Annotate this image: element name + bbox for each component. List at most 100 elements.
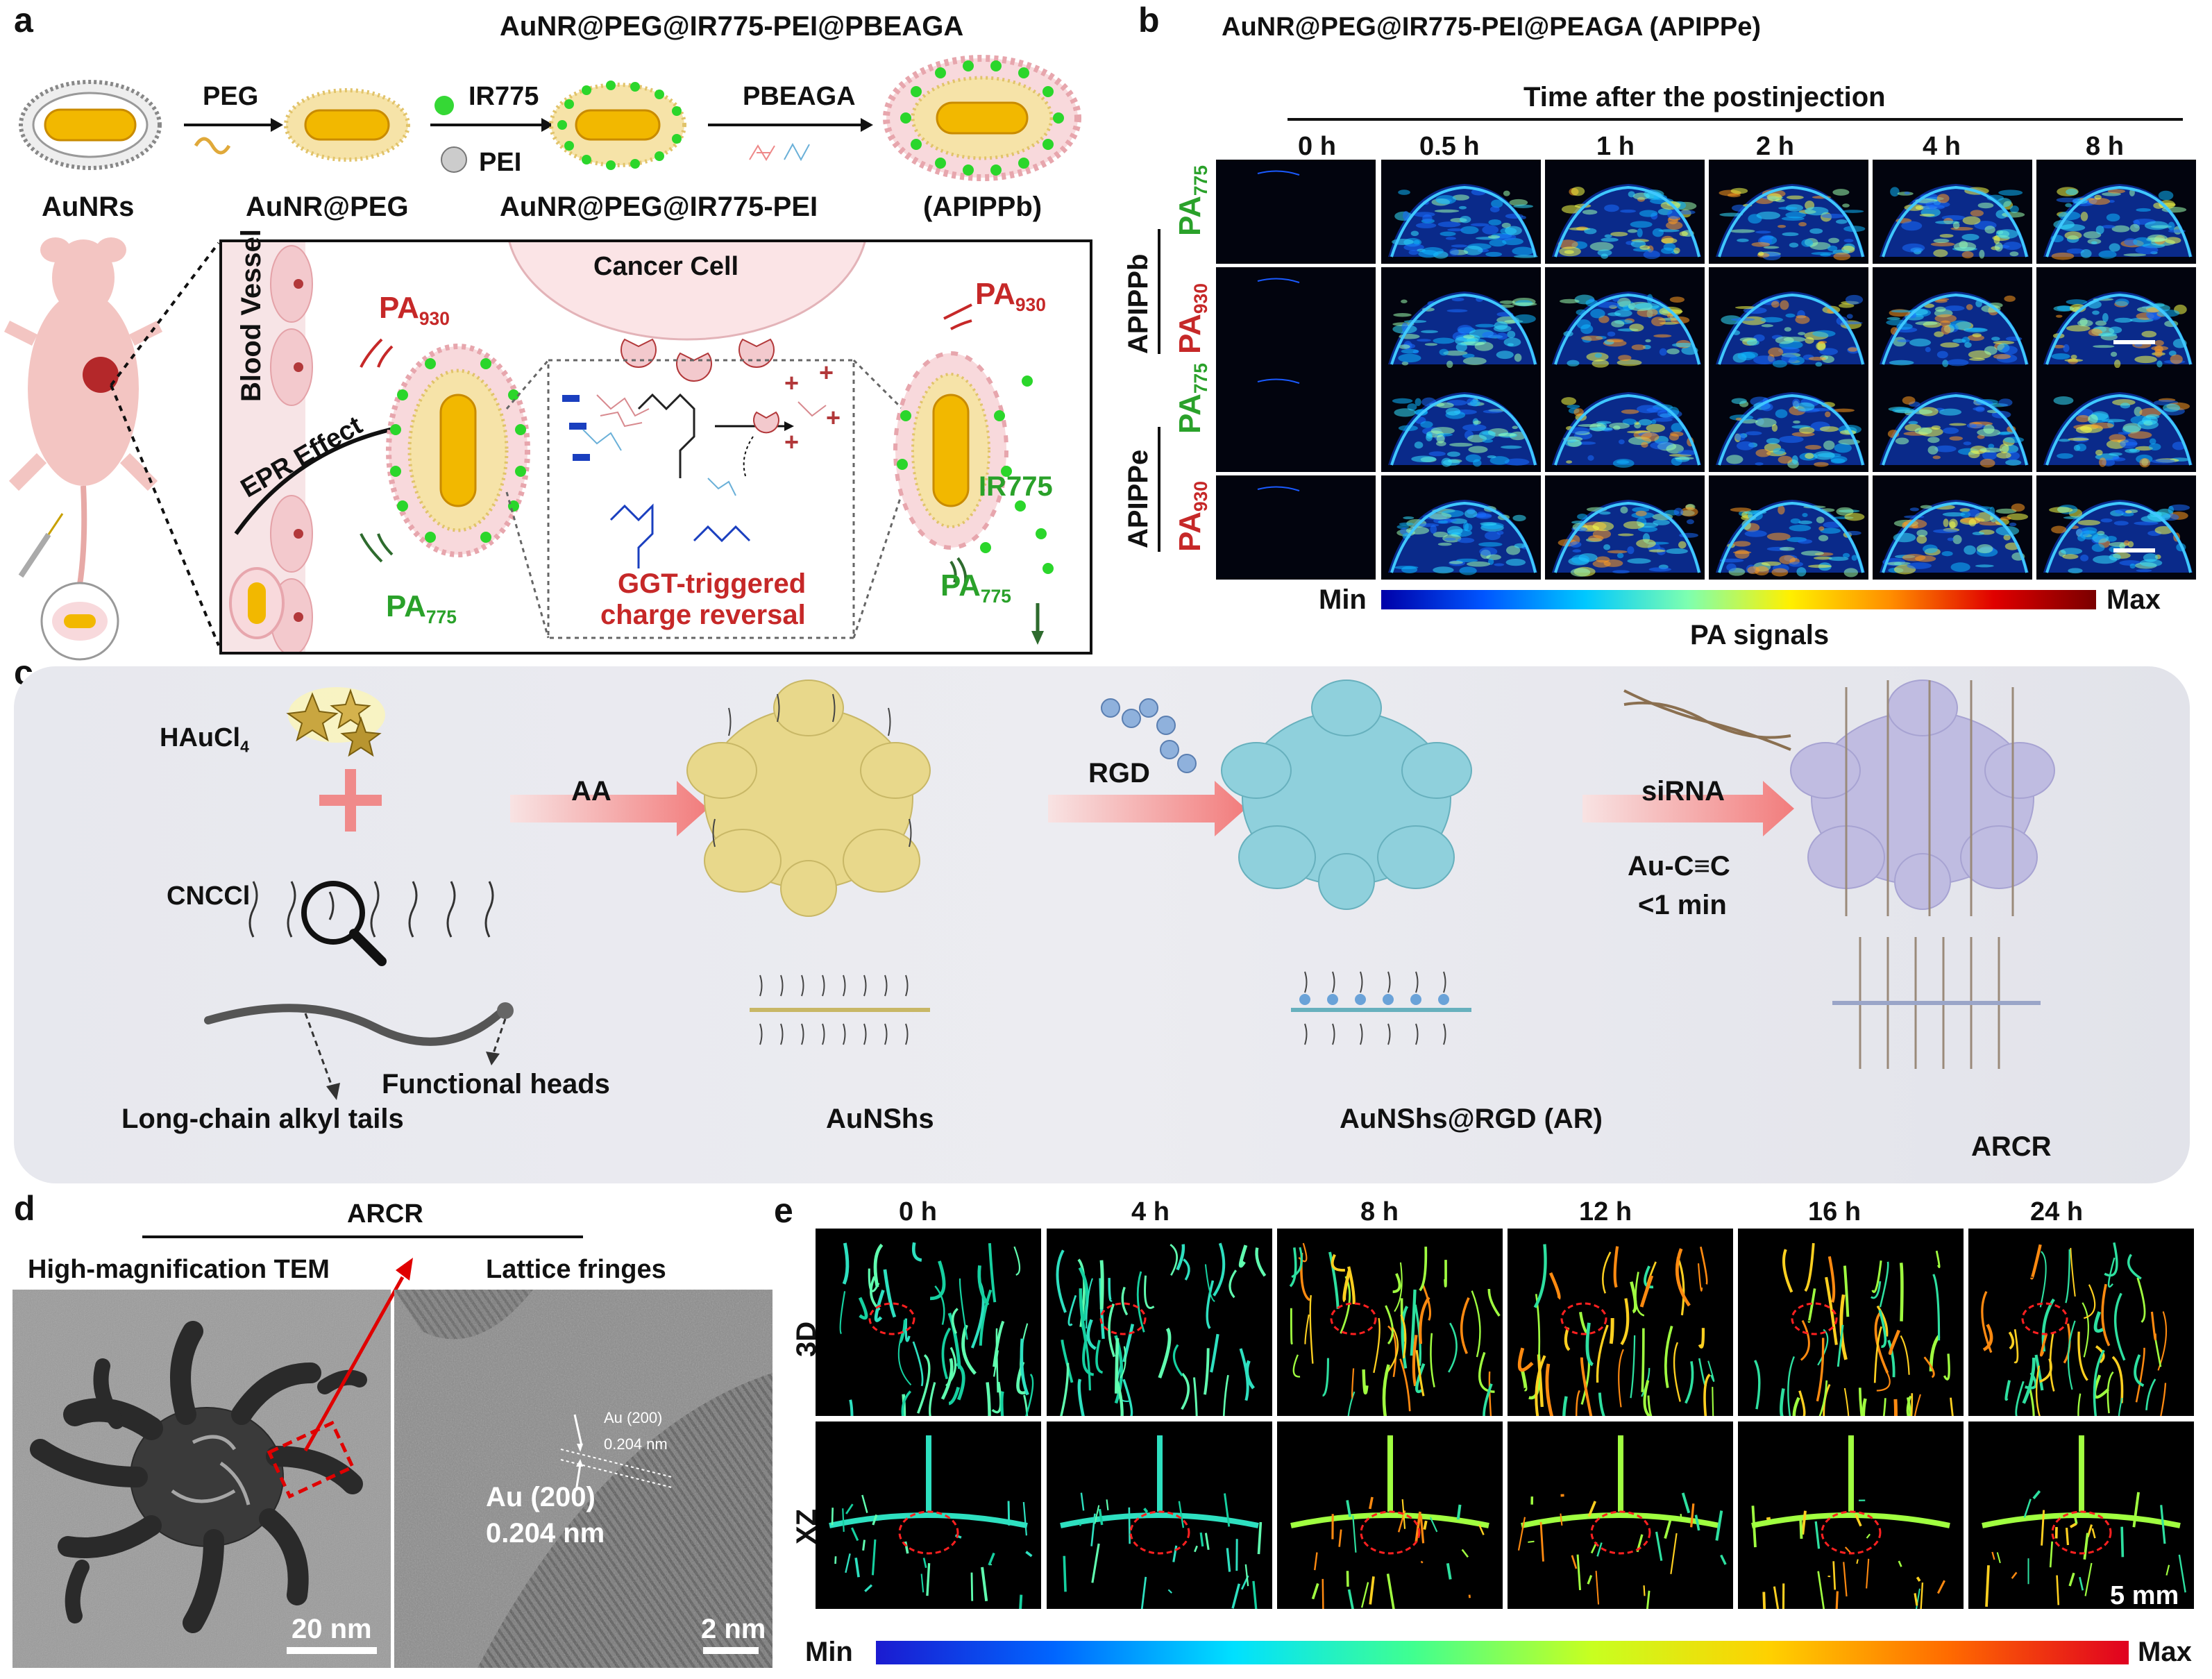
time-e-5: 24 h [2030,1197,2084,1226]
ggt-label-line2: charge reversal [600,600,806,630]
panel-b-letter: b [1138,1,1160,40]
synthesis-scheme [19,55,1081,181]
pa-image-cell [1709,368,1868,472]
pa-image-cell [1216,475,1376,580]
blood-vessel-label: Blood Vessel [236,229,267,402]
step-ir775: IR775 [468,82,539,111]
scale-bar-e [2124,1627,2186,1632]
lattice-label: Lattice fringes [486,1255,666,1284]
vessel-image-cell [1047,1229,1272,1416]
pa-image-cell [2036,368,2196,472]
lattice-big-1: Au (200) [486,1482,596,1512]
colorbar-b-min: Min [1319,584,1367,615]
pa930-label-left: PA930 [379,291,450,329]
time-b-5: 8 h [2086,132,2124,161]
svg-text:+: + [784,428,799,456]
pa-image-cell [1873,368,2032,472]
vessel-image-cell [1508,1229,1733,1416]
time-b-0: 0 h [1298,132,1336,161]
time-e-1: 4 h [1131,1197,1170,1226]
pa-image-cell [1873,160,2032,264]
svg-text:+: + [826,403,841,432]
haucl4-label: HAuCl4 [160,723,249,756]
alkyl-tails-label: Long-chain alkyl tails [121,1104,404,1134]
label-aunrs: AuNRs [42,192,135,222]
aunshs-rgd-label: AuNShs@RGD (AR) [1340,1104,1603,1134]
pa-image-cell [1381,368,1541,472]
time-b-2: 1 h [1596,132,1635,161]
pa-image-cell [1873,267,2032,371]
pa-image-cell [1545,475,1705,580]
vessel-image-cell [1277,1229,1503,1416]
pa-image-cell [1216,368,1376,472]
lattice-small-2: 0.204 nm [604,1435,668,1453]
lattice-small-1: Au (200) [604,1409,663,1426]
pa-image-cell [1545,267,1705,371]
step-pei: PEI [479,148,522,177]
au-cc-label: Au-C≡C [1628,851,1730,881]
pa-image-cell [1709,475,1868,580]
mechanism-box: ++++ Blood Vessel EPR Effect Cancer Cell… [219,229,1092,655]
lattice-image [394,1290,772,1668]
vessel-image-cell [1047,1421,1272,1609]
colorbar-b [1381,590,2096,609]
pa-image-cell [1873,475,2032,580]
apippb-pa775-label: PA775 [1173,165,1211,236]
aunshs-label: AuNShs [826,1104,934,1134]
pa-image-cell [1545,160,1705,264]
vessel-image-cell [816,1421,1041,1609]
label-aunr-peg: AuNR@PEG [246,192,409,222]
zoom-lines [110,242,220,646]
sirna-label: siRNA [1641,776,1725,807]
ggt-label-line1: GGT-triggered [618,568,807,599]
cancer-cell-label: Cancer Cell [593,252,739,281]
aa-label: AA [571,776,611,807]
lattice-big-2: 0.204 nm [486,1518,605,1549]
scale-label-e: 5 mm [2110,1581,2179,1610]
aunshs-rgd-structure [1221,680,1472,910]
pa-image-cell [2036,475,2196,580]
colorbar-e [876,1641,2129,1664]
pa775-label-right: PA775 [940,568,1011,607]
vessel-image-cell [1968,1229,2194,1416]
panel-b-title: AuNR@PEG@IR775-PEI@PEAGA (APIPPe) [1222,12,1762,42]
cnccl-label: CNCCl [167,881,251,911]
pa-image-cell [1381,267,1541,371]
time-header-rule [1287,118,2183,121]
colorbar-b-max: Max [2107,584,2161,615]
ir775-release-label: IR775 [979,471,1053,502]
scale-bar-b2 [2113,548,2155,552]
panel-a-title: AuNR@PEG@IR775-PEI@PBEAGA [500,11,964,42]
pa-image-cell [1545,368,1705,472]
pa930-label-right: PA930 [975,277,1046,315]
apippe-pa775-label: PA775 [1173,363,1211,434]
time-b-4: 4 h [1923,132,1961,161]
step-pbeaga: PBEAGA [743,82,856,111]
colorbar-e-min: Min [805,1637,853,1667]
panel-c-illustration [204,680,2055,1100]
time-b-1: 0.5 h [1419,132,1480,161]
svg-text:+: + [784,369,799,397]
aunr-peg-particle [284,88,410,162]
colorbar-b-label: PA signals [1690,620,1830,650]
time-header: Time after the postinjection [1523,82,1886,112]
panel-a-letter: a [14,1,33,40]
panel-e-letter: e [774,1191,793,1230]
vessel-image-cell [1968,1421,2194,1609]
aunshs-structure [686,680,931,917]
group-apippb-label: APIPPb [1123,253,1154,354]
scale-label-d-left: 20 nm [292,1614,372,1644]
functional-heads-label: Functional heads [382,1069,610,1099]
panel-d-rule [142,1235,583,1238]
pa-image-cell [1216,267,1376,371]
pa-image-cell [1381,160,1541,264]
pa775-label-left: PA775 [386,589,457,627]
time-label-c: <1 min [1638,890,1727,920]
mouse-illustration [3,237,163,661]
vessel-image-cell [1738,1421,1964,1609]
time-b-3: 2 h [1756,132,1794,161]
colorbar-e-max: Max [2138,1637,2192,1667]
label-apippb: (APIPPb) [923,192,1042,222]
time-e-3: 12 h [1579,1197,1632,1226]
svg-text:+: + [819,358,834,387]
